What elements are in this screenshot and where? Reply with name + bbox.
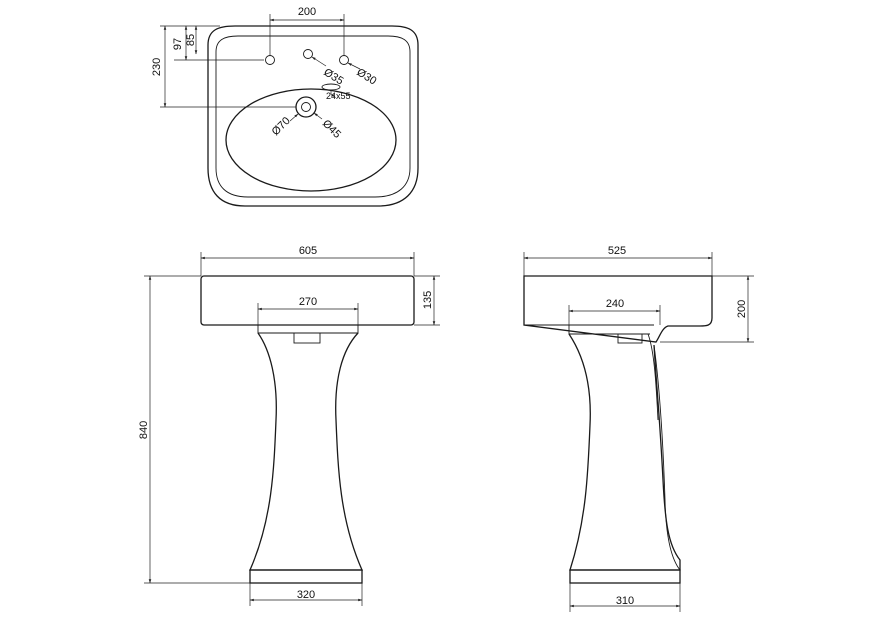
side-pedestal-base [569,569,681,584]
side-waste-outlet [617,333,643,344]
front-basin-body [200,275,415,326]
basin-inner-outline [215,35,411,198]
basin-outer-outline [207,25,419,207]
dim-hole-30: Ø30 [354,66,378,87]
dim-front-base-width: 320 [297,589,315,601]
dim-85: 85 [185,34,197,46]
plan-view: 200 97 85 230 Ø35 Ø30 24x55 Ø70 Ø45 [151,6,419,207]
dim-230: 230 [151,58,163,76]
dim-front-basin-height: 135 [422,291,434,309]
dim-overflow: 24x55 [326,91,351,101]
dim-front-pedestal-top: 270 [299,296,317,308]
basin-bowl [225,88,397,192]
dim-front-width: 605 [299,245,317,257]
front-waste-outlet [293,332,321,344]
waste-inner-circle [301,102,311,112]
front-pedestal [249,332,363,571]
front-pedestal-base [249,569,363,584]
dim-waste-70: Ø70 [270,115,293,138]
dim-front-total-height: 840 [138,421,150,439]
dim-side-depth: 525 [608,245,626,257]
dim-waste-45: Ø45 [320,118,343,141]
waste-outer-circle [295,96,317,118]
side-view: 525 240 200 310 [523,245,754,612]
tap-hole-center [303,49,313,59]
tap-hole-left [265,55,275,65]
dim-side-base-depth: 310 [616,595,634,607]
dim-tap-spacing: 200 [298,6,316,18]
tap-hole-right [339,55,349,65]
dim-side-pedestal-top: 240 [606,298,624,310]
side-basin-body [523,275,713,343]
dim-side-basin-height: 200 [736,300,748,318]
dim-97: 97 [172,38,184,50]
front-view: 605 270 135 840 320 [138,245,440,606]
